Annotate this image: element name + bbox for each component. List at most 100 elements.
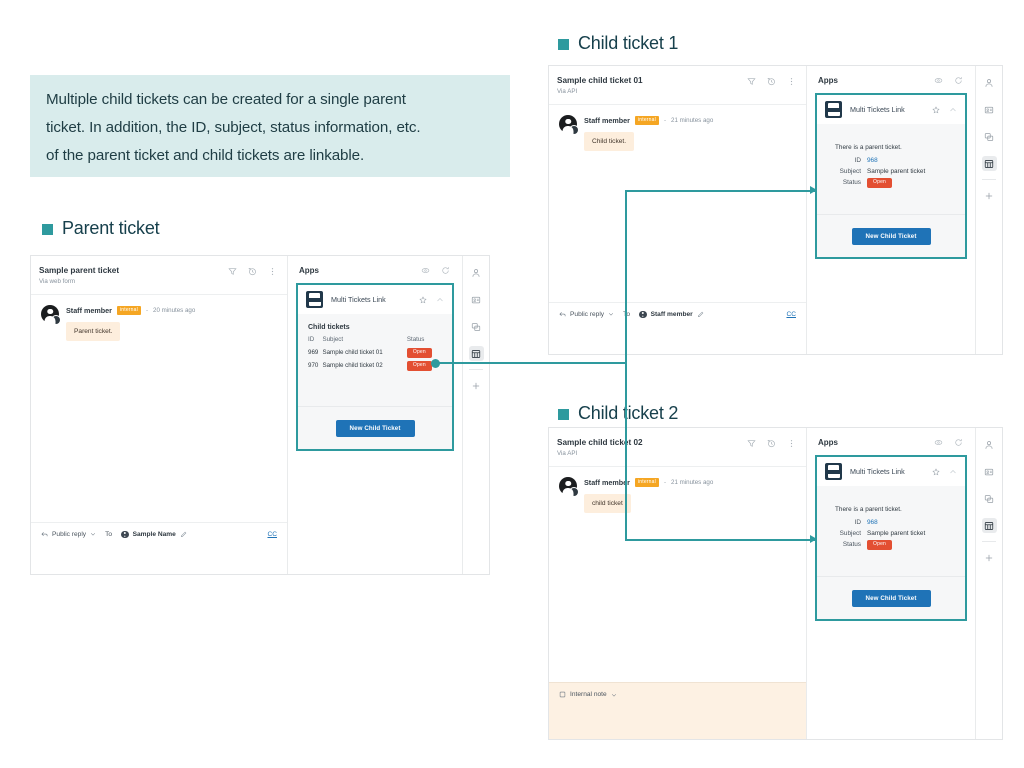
field-id-value[interactable]: 968 — [867, 157, 878, 164]
app-card-header: Multi Tickets Link — [817, 457, 965, 486]
new-child-ticket-button[interactable]: New Child Ticket — [851, 228, 931, 245]
eye-icon[interactable] — [421, 266, 430, 275]
new-child-ticket-button[interactable]: New Child Ticket — [851, 590, 931, 607]
layers-icon[interactable] — [982, 129, 997, 144]
field-status-label: Status — [842, 179, 861, 186]
refresh-icon[interactable] — [954, 76, 963, 85]
parent-reply-compose-area[interactable] — [31, 546, 287, 574]
id-card-icon[interactable] — [982, 102, 997, 117]
layers-icon[interactable] — [982, 491, 997, 506]
cc-link[interactable]: CC — [267, 530, 277, 538]
history-icon[interactable] — [767, 77, 776, 86]
child1-reply-compose-area[interactable] — [549, 326, 806, 354]
meta-separator: - — [663, 117, 666, 124]
meta-separator: - — [145, 307, 148, 314]
app-card-title: Multi Tickets Link — [331, 295, 386, 304]
filter-icon[interactable] — [747, 77, 756, 86]
status-badge-internal: internal — [116, 306, 141, 315]
child2-note-compose-area[interactable] — [549, 706, 806, 739]
user-icon[interactable] — [469, 265, 484, 280]
pin-icon[interactable] — [419, 295, 427, 304]
field-id-value[interactable]: 968 — [867, 519, 878, 526]
eye-icon[interactable] — [934, 438, 943, 447]
recipient-chip[interactable]: Sample Name — [121, 530, 187, 538]
table-row[interactable]: 970 Sample child ticket 02 Open — [308, 359, 442, 372]
child1-conversation-body: Staff member internal - 21 minutes ago C… — [549, 105, 806, 302]
connector-segment — [625, 190, 815, 192]
chevron-up-icon[interactable] — [949, 106, 957, 114]
parent-ticket-title: Sample parent ticket — [39, 266, 120, 275]
app-card-footer: New Child Ticket — [817, 576, 965, 619]
field-subject-label: Subject — [839, 168, 861, 175]
parent-message: Staff member internal - 20 minutes ago P… — [31, 305, 287, 341]
cell-id[interactable]: 969 — [308, 349, 319, 356]
plus-icon[interactable] — [982, 188, 997, 203]
app-card-title: Multi Tickets Link — [850, 467, 905, 476]
chevron-up-icon[interactable] — [436, 296, 444, 304]
child1-reply-footer[interactable]: Public reply To Staff member CC — [549, 301, 806, 327]
field-status: Status Open — [827, 539, 955, 550]
cell-id[interactable]: 970 — [308, 362, 319, 369]
history-icon[interactable] — [767, 439, 776, 448]
grid-apps-icon[interactable] — [981, 156, 997, 171]
cell-subject: Sample child ticket 02 — [322, 362, 383, 369]
more-vertical-icon[interactable] — [787, 439, 796, 448]
app-card-header: Multi Tickets Link — [298, 285, 452, 314]
note-kind-selector[interactable]: Internal note — [559, 691, 617, 698]
table-row[interactable]: 969 Sample child ticket 01 Open — [308, 346, 442, 359]
chevron-up-icon[interactable] — [949, 468, 957, 476]
grid-apps-icon[interactable] — [981, 518, 997, 533]
child2-ticket-via: Via API — [557, 450, 578, 457]
parent-ticket-window: Sample parent ticket Via web form — [30, 255, 490, 575]
reply-kind-selector[interactable]: Public reply — [41, 531, 96, 538]
refresh-icon[interactable] — [441, 266, 450, 275]
child2-ticket-title: Sample child ticket 02 — [557, 438, 643, 447]
message-author: Staff member — [584, 116, 630, 125]
refresh-icon[interactable] — [954, 438, 963, 447]
new-child-ticket-button[interactable]: New Child Ticket — [335, 420, 415, 437]
connector-arrow-head — [810, 535, 817, 543]
recipient-chip[interactable]: Staff member — [639, 310, 704, 318]
cell-subject: Sample child ticket 01 — [322, 349, 383, 356]
child1-right-rail — [976, 66, 1002, 354]
more-vertical-icon[interactable] — [787, 77, 796, 86]
layers-icon[interactable] — [469, 319, 484, 334]
reply-kind-selector[interactable]: Public reply — [559, 311, 614, 318]
multi-tickets-link-card: Multi Tickets Link There is a parent tic… — [815, 93, 967, 259]
plus-icon[interactable] — [469, 378, 484, 393]
pin-icon[interactable] — [932, 467, 940, 476]
more-vertical-icon[interactable] — [268, 267, 277, 276]
child2-conversation-pane: Sample child ticket 02 Via API — [549, 428, 807, 739]
parent-apps-pane: Apps Multi Tickets Link — [288, 256, 463, 574]
message-author: Staff member — [66, 306, 112, 315]
child1-ticket-title: Sample child ticket 01 — [557, 76, 643, 85]
id-card-icon[interactable] — [469, 292, 484, 307]
message-timestamp: 20 minutes ago — [153, 307, 196, 314]
child2-note-footer[interactable]: Internal note — [549, 682, 806, 706]
plus-icon[interactable] — [982, 550, 997, 565]
table-header-row: ID Subject Status — [308, 335, 442, 346]
status-badge: Open — [867, 177, 893, 188]
field-status-label: Status — [842, 541, 861, 548]
user-icon[interactable] — [982, 437, 997, 452]
grid-apps-icon[interactable] — [468, 346, 484, 361]
history-icon[interactable] — [248, 267, 257, 276]
cc-link[interactable]: CC — [786, 310, 796, 318]
connector-segment — [625, 190, 627, 364]
parent-reply-footer[interactable]: Public reply To Sample Name CC — [31, 521, 287, 547]
filter-icon[interactable] — [747, 439, 756, 448]
field-id: ID 968 — [827, 155, 955, 166]
status-badge: Open — [867, 539, 893, 550]
avatar — [41, 305, 61, 325]
eye-icon[interactable] — [934, 76, 943, 85]
filter-icon[interactable] — [228, 267, 237, 276]
child1-conversation-pane: Sample child ticket 01 Via API — [549, 66, 807, 354]
message-timestamp: 21 minutes ago — [671, 479, 714, 486]
apps-title: Apps — [818, 76, 838, 85]
parent-conversation-pane: Sample parent ticket Via web form — [31, 256, 288, 574]
user-icon[interactable] — [982, 75, 997, 90]
pin-icon[interactable] — [932, 105, 940, 114]
parent-link-intro: There is a parent ticket. — [835, 144, 902, 151]
id-card-icon[interactable] — [982, 464, 997, 479]
field-id: ID 968 — [827, 517, 955, 528]
